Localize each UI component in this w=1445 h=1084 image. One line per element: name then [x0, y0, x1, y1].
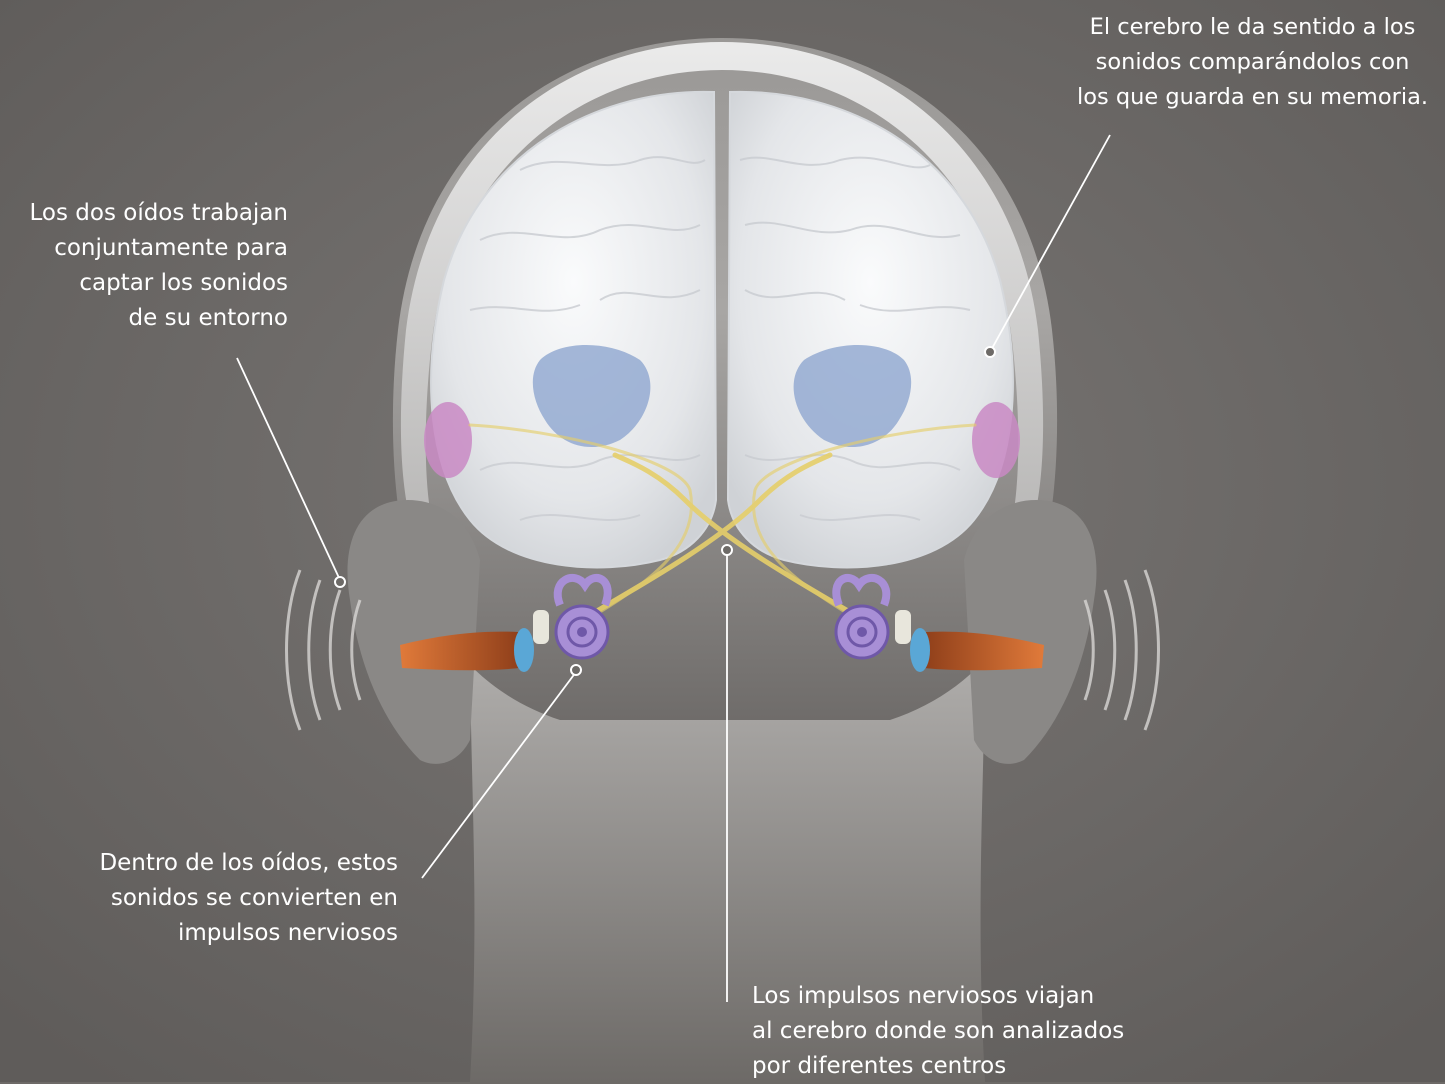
callout-line: de su entorno — [0, 301, 288, 336]
callout-line: sonidos comparándolos con — [1060, 45, 1445, 80]
leader-dot-ears — [335, 577, 345, 587]
callout-inner-ear-conversion: Dentro de los oídos, estos sonidos se co… — [40, 846, 398, 951]
callout-line: Los dos oídos trabajan — [0, 196, 288, 231]
callout-line: sonidos se convierten en — [40, 881, 398, 916]
callout-line: captar los sonidos — [0, 266, 288, 301]
leader-dot-brain — [985, 347, 995, 357]
left-eardrum — [514, 628, 534, 672]
left-ossicles — [533, 610, 549, 644]
right-temporal-area — [972, 402, 1020, 478]
callout-ears-capture: Los dos oídos trabajan conjuntamente par… — [0, 196, 288, 336]
callout-line: conjuntamente para — [0, 231, 288, 266]
leader-dot-nerves — [722, 545, 732, 555]
callout-line: los que guarda en su memoria. — [1060, 80, 1445, 115]
leader-dot-inner-ear — [571, 665, 581, 675]
callout-line: por diferentes centros — [752, 1049, 1212, 1084]
callout-line: El cerebro le da sentido a los — [1060, 10, 1445, 45]
callout-brain-meaning: El cerebro le da sentido a los sonidos c… — [1060, 10, 1445, 115]
left-temporal-area — [424, 402, 472, 478]
right-ossicles — [895, 610, 911, 644]
callout-line: Dentro de los oídos, estos — [40, 846, 398, 881]
callout-line: al cerebro donde son analizados — [752, 1014, 1212, 1049]
callout-line: impulsos nerviosos — [40, 916, 398, 951]
callout-nerve-travel: Los impulsos nerviosos viajan al cerebro… — [752, 979, 1212, 1084]
right-eardrum — [910, 628, 930, 672]
callout-line: Los impulsos nerviosos viajan — [752, 979, 1212, 1014]
